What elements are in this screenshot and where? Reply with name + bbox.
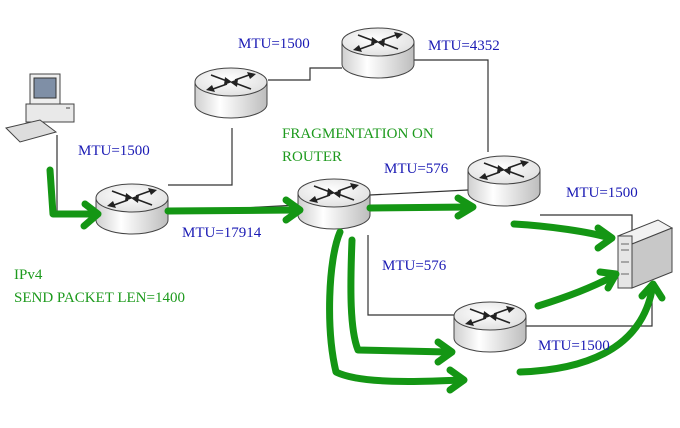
mtu-label-r3-server: MTU=1500 [566, 185, 638, 201]
flow-arrowhead-r2 [282, 196, 304, 224]
router-r3 [467, 155, 541, 207]
packet-flow [46, 166, 666, 394]
send-packet-label: SEND PACKET LEN=1400 [14, 290, 185, 306]
flow-arrowhead-r1 [80, 200, 102, 230]
workstation-icon [5, 73, 75, 143]
fragmentation-label-line1: FRAGMENTATION ON [282, 126, 434, 142]
mtu-label-r2-r4: MTU=576 [382, 258, 447, 274]
mtu-label-host: MTU=1500 [78, 143, 150, 159]
flow-arrowhead-r3 [454, 194, 477, 220]
fragmentation-label-line2: ROUTER [282, 149, 342, 165]
flow-arrowhead-r4-b [446, 366, 468, 394]
flow-r2-down-a [347, 236, 452, 356]
link-r1-topleft [168, 128, 233, 186]
flow-arrowhead-r4-a [434, 338, 456, 366]
flow-r4-to-server-b [516, 286, 656, 376]
flow-host-to-r1 [46, 166, 99, 218]
flow-arrowhead-server-c [638, 280, 666, 302]
server-icon [616, 219, 674, 289]
link-r2-r3 [369, 189, 469, 196]
link-topleft-topright [268, 67, 342, 81]
router-top-left [194, 67, 268, 119]
link-r3-server [540, 214, 633, 232]
router-r2-fragmenting [297, 178, 371, 230]
flow-r2-to-r3 [366, 203, 474, 212]
router-r4 [453, 301, 527, 353]
ip-version-label: IPv4 [14, 267, 43, 283]
mtu-label-top-right: MTU=4352 [428, 38, 500, 54]
flow-r3-to-server [510, 220, 614, 242]
mtu-label-r2-r3: MTU=576 [384, 161, 449, 177]
mtu-label-top-left: MTU=1500 [238, 36, 310, 52]
flow-r4-to-server-a [534, 272, 618, 310]
link-topright-r3 [414, 59, 489, 152]
flow-arrowhead-server-b [596, 268, 620, 292]
link-r2-r4 [367, 235, 454, 316]
router-top-right [341, 27, 415, 79]
flow-arrowhead-server-a [594, 224, 616, 252]
flow-r2-down-b [326, 228, 464, 385]
flow-r1-to-r2 [164, 206, 300, 215]
mtu-label-r4-server: MTU=1500 [538, 338, 610, 354]
mtu-label-r1-r2: MTU=17914 [182, 225, 262, 241]
router-r1 [95, 183, 169, 235]
